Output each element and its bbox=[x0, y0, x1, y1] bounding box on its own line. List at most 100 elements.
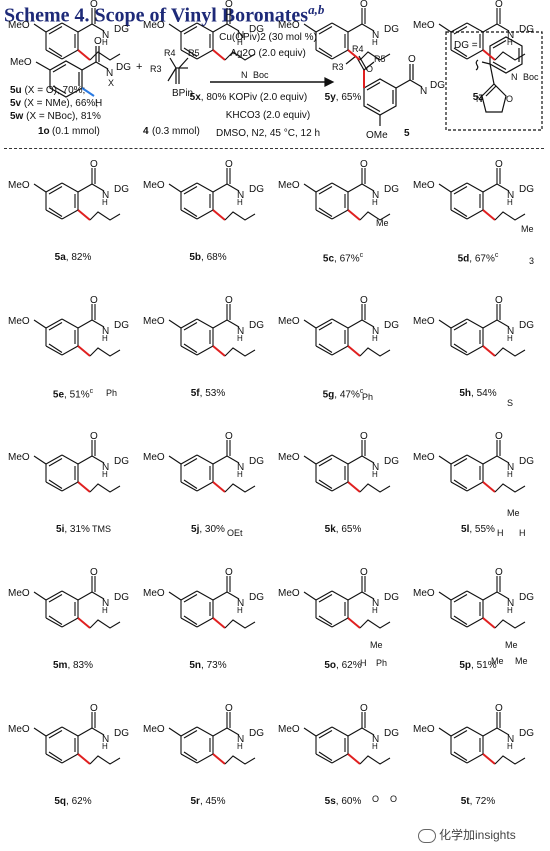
meo-label: MeO bbox=[413, 180, 435, 191]
o-label: O bbox=[90, 159, 98, 170]
h-label: H bbox=[507, 742, 513, 751]
dg-label: DG bbox=[114, 456, 129, 467]
product-label: 5z bbox=[472, 92, 484, 103]
n-label: N bbox=[106, 68, 113, 79]
dg-label: DG bbox=[384, 456, 399, 467]
meo-label: MeO bbox=[278, 452, 300, 463]
h-label: H bbox=[372, 470, 378, 479]
dg-label: DG bbox=[384, 592, 399, 603]
substituent-label: Me bbox=[507, 508, 520, 518]
h-label: H bbox=[102, 470, 108, 479]
product-label: 5o, 62% bbox=[324, 660, 362, 671]
dg-label: DG bbox=[114, 184, 129, 195]
o-label: O bbox=[225, 0, 233, 10]
product-label-line: 5w (X = NBoc), 81% bbox=[10, 111, 101, 122]
substituent-label: TMS bbox=[92, 524, 111, 534]
n-label: N bbox=[237, 326, 244, 337]
r4-product-label: R4 bbox=[352, 44, 364, 54]
bpin-label: BPin bbox=[172, 88, 193, 99]
dg-label: DG bbox=[114, 728, 129, 739]
o-label: O bbox=[225, 567, 233, 578]
n-label: N bbox=[102, 734, 109, 745]
h-label: H bbox=[507, 470, 513, 479]
substituent-label: X bbox=[108, 78, 114, 88]
n-label: N bbox=[102, 30, 109, 41]
meo-label: MeO bbox=[8, 724, 30, 735]
h-label: H bbox=[507, 38, 513, 47]
meo-label: MeO bbox=[278, 724, 300, 735]
product-label: 5r, 45% bbox=[190, 796, 226, 807]
substituent-label: H bbox=[519, 528, 526, 538]
dg-label: DG bbox=[519, 728, 534, 739]
meo-label: MeO bbox=[143, 452, 165, 463]
n-label: N bbox=[507, 462, 514, 473]
dg-o-label: O bbox=[506, 94, 513, 104]
reaction-scheme-header: MeO O N DG H 1o (0.1 mmol) + R4 R5 R3 BP… bbox=[0, 26, 550, 146]
product-label-line: 5u (X = O), 70%; bbox=[10, 85, 86, 96]
substituent-label: N bbox=[511, 72, 518, 82]
o-label: O bbox=[360, 431, 368, 442]
o-label: O bbox=[360, 295, 368, 306]
h-label: H bbox=[102, 38, 108, 47]
meo-label: MeO bbox=[278, 180, 300, 191]
r4-label: R4 bbox=[164, 48, 176, 58]
product-label: 5p, 51% bbox=[459, 660, 497, 671]
ome-label: OMe bbox=[366, 130, 388, 141]
substituent-label: S bbox=[507, 398, 513, 408]
plus-sign: + bbox=[136, 61, 142, 73]
meo-label: MeO bbox=[8, 180, 30, 191]
meo-label: MeO bbox=[413, 316, 435, 327]
dg-label: DG bbox=[249, 456, 264, 467]
substituent-label: Me bbox=[376, 218, 389, 228]
product-label: 5h, 54% bbox=[459, 388, 497, 399]
product-label: 5q, 62% bbox=[54, 796, 92, 807]
meo-label: MeO bbox=[143, 20, 165, 31]
meo-label: MeO bbox=[8, 20, 30, 31]
product-label: 5y, 65% bbox=[324, 92, 362, 103]
product-label: 5c, 67%c bbox=[322, 252, 364, 265]
meo-label: MeO bbox=[8, 588, 30, 599]
dg-product-label: DG bbox=[430, 80, 445, 91]
n-label: N bbox=[237, 30, 244, 41]
meo-label: MeO bbox=[278, 588, 300, 599]
product-label-multi: 5u (X = O), 70%;5v (X = NMe), 66%;5w (X … bbox=[10, 84, 144, 123]
h-label: H bbox=[507, 334, 513, 343]
product-label: 5m, 83% bbox=[52, 660, 94, 671]
meo-label: MeO bbox=[413, 20, 435, 31]
dg-definition-label: DG = bbox=[454, 40, 478, 51]
n-label: N bbox=[507, 30, 514, 41]
dg-label: DG bbox=[384, 24, 399, 35]
product-label: 5k, 65% bbox=[324, 524, 362, 535]
h-label: H bbox=[102, 606, 108, 615]
n-label: N bbox=[372, 326, 379, 337]
dg-label: DG bbox=[519, 24, 534, 35]
o-label: O bbox=[360, 0, 368, 10]
n-label: N bbox=[372, 30, 379, 41]
meo-label: MeO bbox=[413, 452, 435, 463]
substituent-label: OEt bbox=[227, 528, 243, 538]
meo-label: MeO bbox=[413, 724, 435, 735]
substituent-label: Boc bbox=[523, 72, 539, 82]
h-label: H bbox=[237, 742, 243, 751]
